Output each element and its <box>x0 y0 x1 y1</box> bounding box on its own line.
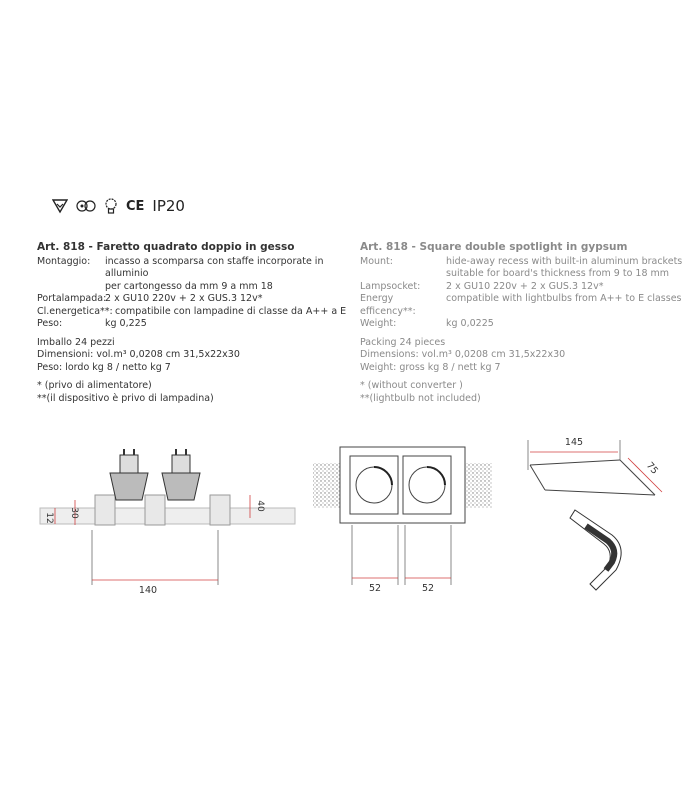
dimensions-it: Dimensioni: vol.m³ 0,0208 cm 31,5x22x30 <box>37 349 240 360</box>
spec-label: Mount: <box>360 255 393 267</box>
class-triangle-icon <box>52 199 68 214</box>
spec-value: incasso a scomparsa con staffe incorpora… <box>105 255 324 280</box>
spec-label: Cl.energetica**: <box>37 305 113 317</box>
dim-75: 75 <box>644 460 660 476</box>
spec-label: Portalampada: <box>37 293 107 304</box>
spec-label: Montaggio: <box>37 255 91 267</box>
packing-en: Packing 24 pieces <box>360 336 446 348</box>
side-section-drawing <box>39 449 296 585</box>
product-title-it: Art. 818 - Faretto quadrato doppio in ge… <box>37 241 295 253</box>
spec-row: Peso: kg 0,225 <box>37 318 357 331</box>
english-spec-column: Art. 818 - Square double spotlight in gy… <box>360 241 690 405</box>
spec-value: per cartongesso da mm 9 a mm 18 <box>105 280 273 292</box>
spec-value: 2 x GU10 220v + 2 x GUS.3 12v* <box>105 293 263 304</box>
spec-value: 2 x GU10 220v + 2 x GUS.3 12v* <box>446 280 604 292</box>
note-1-en: * (without converter ) <box>360 380 463 391</box>
italian-spec-column: Art. 818 - Faretto quadrato doppio in ge… <box>37 241 357 405</box>
spec-label: Peso: <box>37 318 63 329</box>
spec-value: hide-away recess with built-in aluminum … <box>446 255 683 267</box>
spec-label <box>37 281 105 294</box>
front-view-drawing <box>313 446 492 585</box>
ce-mark: CE <box>126 198 145 214</box>
dim-12: 12 <box>44 512 54 523</box>
bracket-drawing <box>527 440 663 591</box>
packing-it: Imballo 24 pezzi <box>37 336 115 348</box>
dim-30: 30 <box>69 507 79 519</box>
spec-row: Lampsocket: 2 x GU10 220v + 2 x GUS.3 12… <box>360 281 690 294</box>
certification-icons: CE IP20 <box>52 197 185 215</box>
spec-row: per cartongesso da mm 9 a mm 18 <box>37 281 357 294</box>
dim-52-right: 52 <box>422 583 434 594</box>
note-2-en: **(lightbulb not included) <box>360 392 481 404</box>
spec-row: Cl.energetica**: compatibile con lampadi… <box>37 306 357 319</box>
spec-value: suitable for board's thickness from 9 to… <box>446 268 670 279</box>
bulb-cap-icon <box>105 198 117 214</box>
dim-52-left: 52 <box>369 583 381 594</box>
spec-row: Energy efficency**: compatible with ligh… <box>360 293 690 318</box>
spec-row: suitable for board's thickness from 9 to… <box>360 268 690 281</box>
spec-value: compatible with lightbulbs from A++ to E… <box>446 293 682 304</box>
spec-value: kg 0,0225 <box>446 318 494 329</box>
note-2-it: **(il dispositivo è privo di lampadina) <box>37 392 214 404</box>
spec-label <box>360 268 446 281</box>
spec-row: Mount: hide-away recess with built-in al… <box>360 256 690 269</box>
spec-label: Energy efficency**: <box>360 293 416 317</box>
spec-row: Portalampada: 2 x GU10 220v + 2 x GUS.3 … <box>37 293 357 306</box>
spec-label: Weight: <box>360 318 397 329</box>
weight-it: Peso: lordo kg 8 / netto kg 7 <box>37 361 171 373</box>
dimensions-en: Dimensions: vol.m³ 0,0208 cm 31,5x22x30 <box>360 349 566 360</box>
technical-drawings: 140 30 12 40 52 52 145 75 <box>39 437 663 596</box>
ip-rating: IP20 <box>152 197 185 215</box>
spec-label: Lampsocket: <box>360 280 421 292</box>
spec-row: Weight: kg 0,0225 <box>360 318 690 331</box>
dim-145: 145 <box>565 437 583 448</box>
dim-140: 140 <box>139 585 157 596</box>
spec-value: compatibile con lampadine di classe da A… <box>115 305 347 317</box>
note-1-it: * (privo di alimentatore) <box>37 380 152 391</box>
weight-en: Weight: gross kg 8 / nett kg 7 <box>360 361 501 373</box>
product-title-en: Art. 818 - Square double spotlight in gy… <box>360 241 628 253</box>
spec-row: Montaggio: incasso a scomparsa con staff… <box>37 256 357 281</box>
spec-value: kg 0,225 <box>105 318 147 329</box>
safety-mark-icon <box>76 200 96 212</box>
dim-40: 40 <box>255 500 265 512</box>
